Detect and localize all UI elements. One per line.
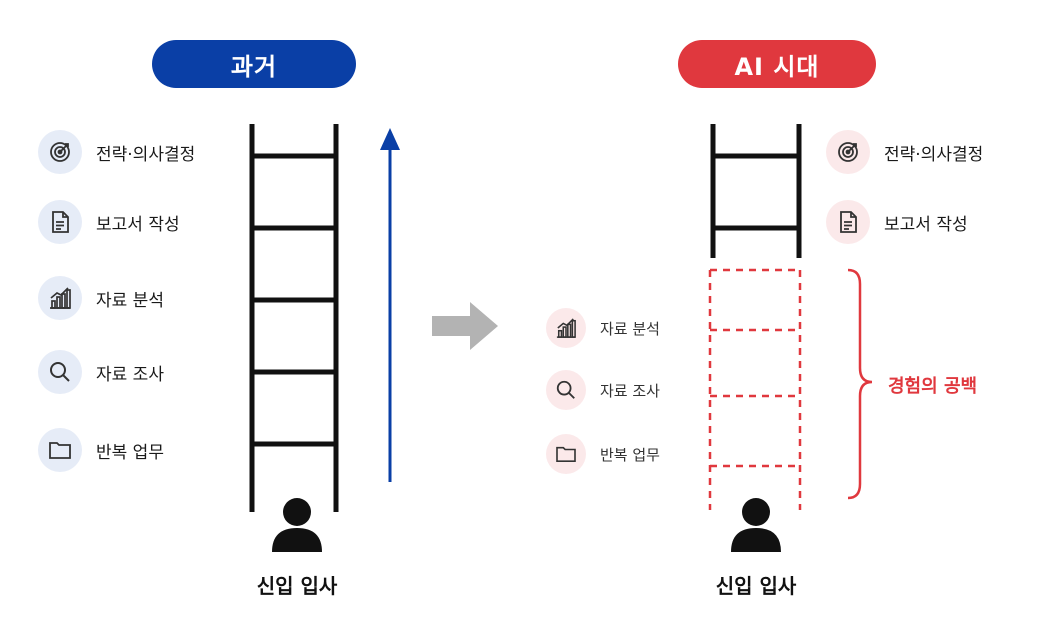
search-icon	[546, 370, 586, 410]
ai-missing-research: 자료 조사	[546, 370, 660, 410]
chart-icon	[38, 276, 82, 320]
gap-brace	[847, 268, 873, 500]
past-item-research: 자료 조사	[38, 350, 164, 394]
item-label: 반복 업무	[600, 445, 660, 464]
ai-era-title: AI 시대	[678, 40, 876, 88]
past-item-strategy: 전략·의사결정	[38, 130, 195, 174]
item-label: 전략·의사결정	[884, 144, 984, 165]
ai-ladder	[710, 124, 802, 258]
search-icon	[38, 350, 82, 394]
ai-item-strategy: 전략·의사결정	[826, 130, 983, 174]
ai-caption: 신입 입사	[715, 574, 797, 598]
past-item-report: 보고서 작성	[38, 200, 180, 244]
gap-label: 경험의 공백	[888, 376, 978, 397]
item-label: 보고서 작성	[96, 214, 180, 235]
ai-missing-routine: 반복 업무	[546, 434, 660, 474]
past-item-analysis: 자료 분석	[38, 276, 164, 320]
past-item-routine: 반복 업무	[38, 428, 164, 472]
ai-missing-analysis: 자료 분석	[546, 308, 660, 348]
past-caption: 신입 입사	[256, 574, 338, 598]
missing-rungs	[708, 268, 802, 510]
growth-arrow-head	[380, 128, 400, 150]
item-label: 반복 업무	[96, 442, 164, 463]
item-label: 자료 분석	[96, 290, 164, 311]
folder-icon	[546, 434, 586, 474]
past-ladder	[249, 124, 339, 512]
document-icon	[826, 200, 870, 244]
past-title: 과거	[152, 40, 356, 88]
transition-arrow	[432, 302, 498, 350]
item-label: 자료 조사	[600, 381, 660, 400]
document-icon	[38, 200, 82, 244]
person-icon	[272, 498, 322, 552]
growth-arrow	[380, 128, 400, 482]
item-label: 자료 조사	[96, 364, 164, 385]
person-icon	[731, 498, 781, 552]
item-label: 자료 분석	[600, 319, 660, 338]
item-label: 전략·의사결정	[96, 144, 196, 165]
target-icon	[38, 130, 82, 174]
folder-icon	[38, 428, 82, 472]
ai-item-report: 보고서 작성	[826, 200, 968, 244]
chart-icon	[546, 308, 586, 348]
item-label: 보고서 작성	[884, 214, 968, 235]
target-icon	[826, 130, 870, 174]
